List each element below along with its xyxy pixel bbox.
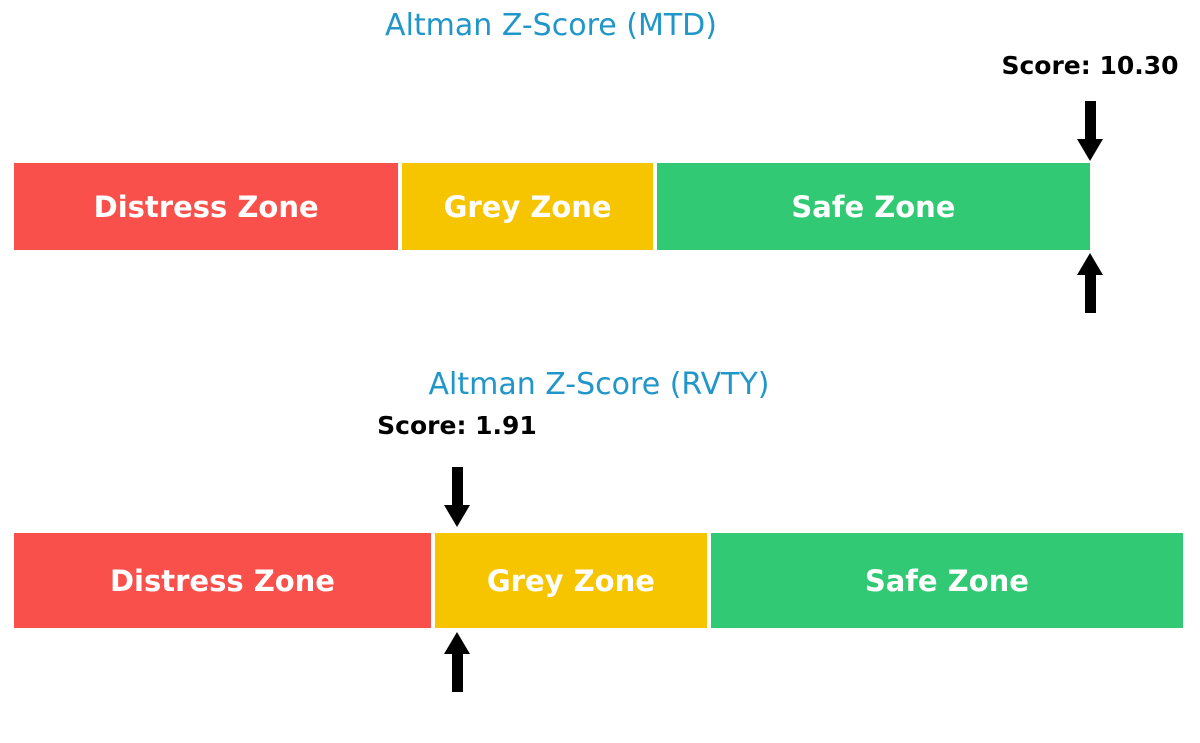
zone-segment-distress-zone: Distress Zone — [14, 533, 431, 628]
arrow-shaft — [1084, 275, 1096, 313]
zone-segment-grey-zone: Grey Zone — [434, 533, 707, 628]
zone-label: Distress Zone — [93, 189, 319, 224]
score-up-arrow-icon — [444, 632, 470, 692]
zone-segment-safe-zone: Safe Zone — [656, 163, 1090, 250]
zone-segment-safe-zone: Safe Zone — [710, 533, 1184, 628]
arrow-head — [444, 505, 470, 527]
arrow-head — [1077, 139, 1103, 161]
zone-label: Grey Zone — [443, 189, 612, 224]
zone-bar: Distress Zone Grey Zone Safe Zone — [14, 163, 1090, 250]
zone-segment-grey-zone: Grey Zone — [402, 163, 653, 250]
zone-label: Grey Zone — [486, 563, 655, 598]
zone-label: Safe Zone — [864, 563, 1029, 598]
zone-segment-distress-zone: Distress Zone — [14, 163, 399, 250]
arrow-head — [1077, 253, 1103, 275]
arrow-shaft — [451, 654, 463, 692]
score-label: Score: 1.91 — [377, 411, 537, 440]
zone-label: Distress Zone — [109, 563, 335, 598]
score-up-arrow-icon — [1077, 253, 1103, 313]
chart-title: Altman Z-Score (MTD) — [385, 8, 717, 43]
arrow-shaft — [451, 467, 463, 505]
arrow-shaft — [1084, 101, 1096, 139]
score-label: Score: 10.30 — [1001, 51, 1179, 80]
zone-bar: Distress Zone Grey Zone Safe Zone — [14, 533, 1184, 628]
score-down-arrow-icon — [444, 467, 470, 527]
chart-title: Altman Z-Score (RVTY) — [428, 367, 770, 402]
arrow-head — [444, 632, 470, 654]
score-down-arrow-icon — [1077, 101, 1103, 161]
zone-label: Safe Zone — [791, 189, 956, 224]
